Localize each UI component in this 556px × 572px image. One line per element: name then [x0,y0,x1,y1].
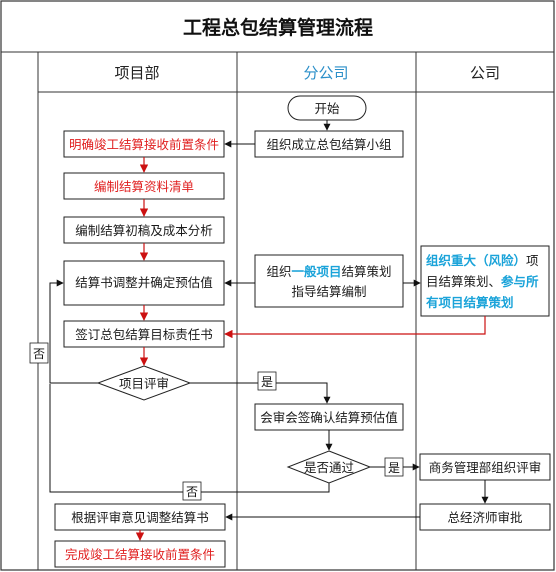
passed-label: 是否通过 [304,460,355,475]
no-left-label-box [29,342,49,364]
clarify-conditions-box [63,130,225,158]
adjust-by-review-box [54,503,226,531]
organize-plan-line2: 指导结算编制 [291,284,366,299]
organize-plan-box [254,254,404,308]
lane-header-company: 公司 [470,64,500,82]
sign-target-box [63,320,225,348]
major-plan-line1: 组织重大（风险）项 [426,253,539,268]
project-review-label: 项目评审 [119,376,169,391]
countersign-box [254,403,404,431]
compile-draft-label: 编制结算初稿及成本分析 [75,223,213,238]
project-review-diamond [96,365,192,401]
clarify-conditions-label: 明确竣工结算接收前置条件 [69,137,219,152]
major-plan-line1-post: 项 [526,253,539,268]
form-team-label: 组织成立总包结算小组 [266,137,391,152]
adjust-by-review-label: 根据评审意见调整结算书 [71,510,209,525]
compile-list-box [63,172,225,200]
major-plan-line2: 目结算策划、参与所 [426,274,539,289]
adjust-estimate-box [63,260,225,306]
complete-conditions-box [54,540,226,568]
major-plan-line2-pre: 目结算策划、 [426,274,501,289]
major-plan-line3: 有项目结算策划 [426,295,514,310]
edge-passed-no-loop [49,384,330,493]
biz-review-box [419,453,551,481]
sign-target-label: 签订总包结算目标责任书 [75,327,213,342]
complete-conditions-label: 完成竣工结算接收前置条件 [65,547,215,562]
no-left-label: 否 [33,347,45,361]
no-passed-label-box [182,481,202,501]
lane-header-project: 项目部 [114,64,159,82]
page-title: 工程总包结算管理流程 [183,16,373,39]
yes-passed-label-box [384,457,404,477]
edge-review-yes-to-countersign [190,382,331,404]
major-plan-box [420,245,550,317]
organize-plan-blue: 一般项目 [291,264,341,279]
no-passed-label: 否 [186,485,198,499]
biz-review-label: 商务管理部组织评审 [429,460,542,475]
major-plan-line1-blue: 组织重大（风险） [426,253,526,268]
compile-draft-box [63,216,225,244]
gm-approve-label: 总经济师审批 [447,510,522,525]
edge-major-to-sign [224,316,486,339]
organize-plan-pre: 组织 [266,264,291,279]
lane-header-branch: 分公司 [303,64,348,82]
organize-plan-post: 结算策划 [342,264,392,279]
yes-review-label: 是 [261,375,273,389]
major-plan-line2-blue: 参与所 [501,274,539,289]
countersign-label: 会审会签确认结算预估值 [260,410,398,425]
start-label: 开始 [314,101,340,116]
adjust-estimate-label: 结算书调整并确定预估值 [75,275,213,290]
organize-plan-line1: 组织一般项目结算策划 [266,264,391,279]
yes-passed-label: 是 [388,461,400,475]
gm-approve-box [419,503,551,531]
yes-review-label-box [257,371,277,391]
compile-list-label: 编制结算资料清单 [94,179,194,194]
edge-review-no-loop [49,279,98,384]
